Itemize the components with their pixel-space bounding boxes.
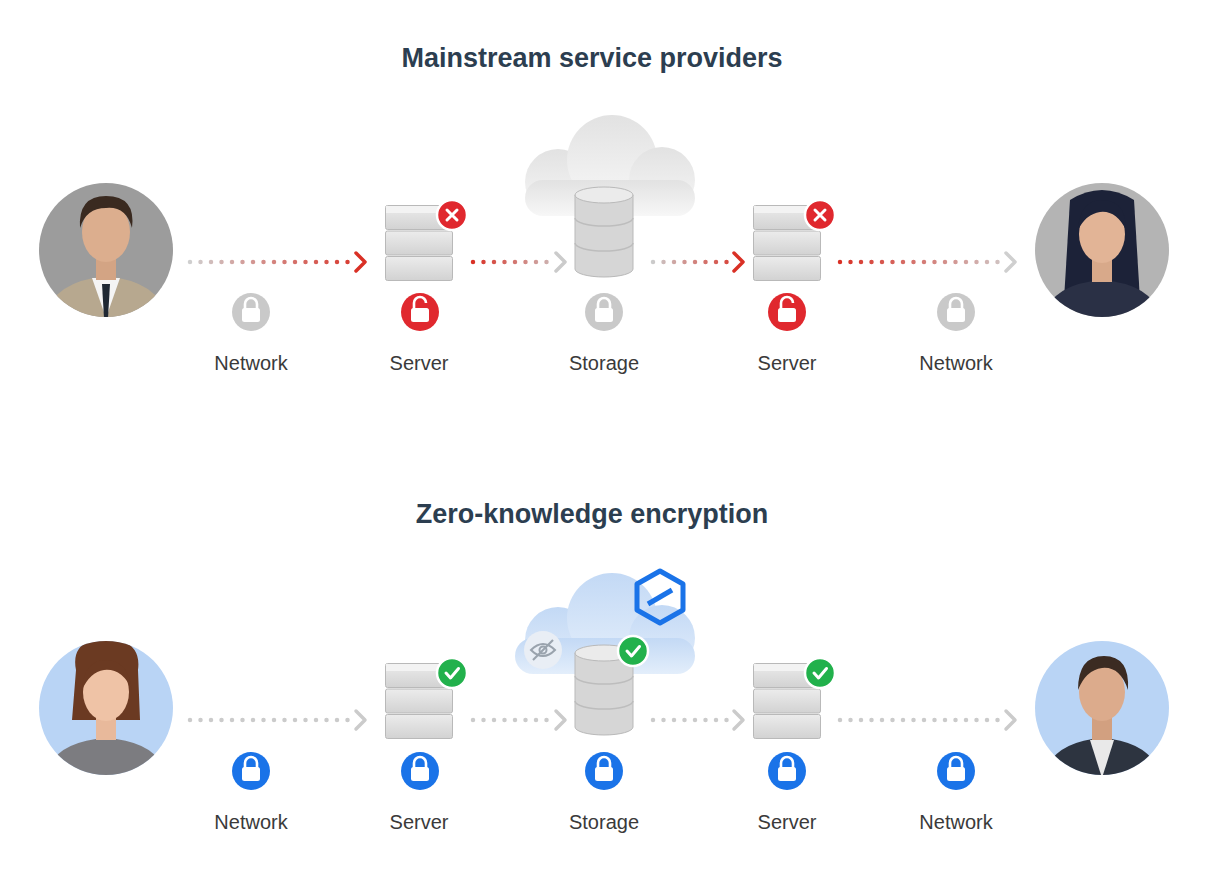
open-lock-icon xyxy=(768,293,806,331)
database-icon xyxy=(575,187,633,279)
server-icon xyxy=(385,205,453,282)
server-node: Server xyxy=(753,205,821,377)
brand-hexagon xyxy=(637,571,683,623)
node-label: Server xyxy=(758,811,817,834)
server-icon xyxy=(385,663,453,740)
node-label: Storage xyxy=(569,811,639,834)
node-label: Server xyxy=(390,352,449,375)
storage-node: Storage xyxy=(575,187,633,377)
dotted-arrow xyxy=(473,253,565,271)
cloud xyxy=(525,115,695,216)
person-photo xyxy=(1035,183,1169,320)
server-icon xyxy=(753,205,821,282)
node-label: Server xyxy=(758,352,817,375)
database-icon xyxy=(575,645,633,737)
cloud xyxy=(515,573,695,674)
section-heading: Zero-knowledge encryption xyxy=(416,499,769,530)
node-label: Storage xyxy=(569,352,639,375)
hidden-eye-badge xyxy=(524,631,562,669)
lock-icon xyxy=(232,752,975,790)
open-lock-icon xyxy=(401,293,439,331)
dotted-arrow xyxy=(190,253,1015,729)
person-photo xyxy=(1035,641,1169,780)
server-node: Server xyxy=(385,205,453,377)
storage-node: Storage xyxy=(575,645,633,836)
lock-icon xyxy=(232,293,270,331)
person-photo xyxy=(39,183,173,320)
network-label: Network xyxy=(919,811,992,834)
lock-icon xyxy=(585,293,623,331)
server-icon xyxy=(753,663,821,740)
dotted-arrow xyxy=(653,253,743,271)
network-label: Network xyxy=(214,811,287,834)
network-label: Network xyxy=(919,352,992,375)
dotted-arrow xyxy=(653,711,743,729)
section-heading: Mainstream service providers xyxy=(401,43,782,74)
node-label: Server xyxy=(390,811,449,834)
server-node: Server xyxy=(753,663,821,836)
network-label: Network xyxy=(214,352,287,375)
server-node: Server xyxy=(385,663,453,836)
dotted-arrow xyxy=(473,711,565,729)
person-photo xyxy=(39,638,173,780)
lock-glyph xyxy=(242,757,965,781)
lock-icon xyxy=(937,293,975,331)
